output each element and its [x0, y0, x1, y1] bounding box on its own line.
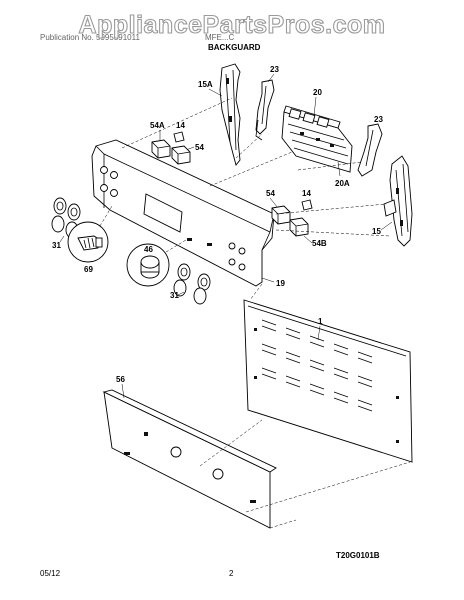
leader-31-bottom — [177, 291, 185, 296]
louver-group — [261, 319, 373, 412]
callout-1: 1 — [318, 317, 323, 326]
leader-56 — [121, 383, 125, 399]
knobs-31-bottom — [173, 263, 211, 305]
callout-31-left: 31 — [52, 241, 61, 250]
end-bracket-right-15 — [383, 155, 413, 247]
callout-54-mid: 54 — [266, 189, 275, 198]
callout-54b: 54B — [312, 239, 327, 248]
callout-56: 56 — [116, 375, 125, 384]
inset-link-69 — [99, 205, 113, 227]
callout-54a: 54A — [150, 121, 165, 130]
callout-14-top: 14 — [176, 121, 185, 130]
figure-code: T20G0101B — [336, 551, 380, 560]
leader-31-left — [59, 235, 65, 243]
rear-cover-1 — [243, 299, 413, 463]
bracket-23-left — [255, 79, 275, 135]
bracket-23-right — [357, 123, 383, 177]
backguard-panel-19 — [91, 139, 275, 287]
callout-20a: 20A — [335, 179, 350, 188]
leader-19 — [261, 277, 275, 283]
callout-15a: 15A — [198, 80, 213, 89]
switch-54-mid — [271, 205, 291, 225]
section-title: BACKGUARD — [208, 43, 261, 52]
switch-54-top — [171, 145, 191, 165]
callout-54-top: 54 — [195, 143, 204, 152]
control-board-20 — [281, 105, 353, 173]
publication-label: Publication No. 5995591011 — [40, 33, 140, 42]
leader-54b — [303, 235, 313, 244]
button-inset-46 — [126, 243, 170, 287]
callout-19: 19 — [276, 279, 285, 288]
end-bracket-left-15a — [219, 63, 241, 166]
leader-20a — [337, 161, 341, 177]
clip-14-mid — [301, 199, 313, 211]
model-label: MFE...C — [205, 33, 235, 42]
callout-69: 69 — [84, 265, 93, 274]
callout-23-right: 23 — [374, 115, 383, 124]
switch-54a — [151, 139, 171, 159]
screw-inset-69 — [67, 221, 109, 263]
callout-31-bottom: 31 — [170, 291, 179, 300]
leader-15a — [208, 88, 223, 97]
lower-panel-56 — [102, 389, 277, 529]
callout-20: 20 — [313, 88, 322, 97]
footer-page-number: 2 — [229, 569, 234, 578]
callout-15: 15 — [372, 227, 381, 236]
leader-20 — [313, 96, 317, 117]
board-bracket-wire — [255, 119, 263, 141]
clip-14-top — [173, 131, 185, 143]
leader-1 — [317, 325, 321, 341]
callout-14-mid: 14 — [302, 189, 311, 198]
switch-54b — [289, 217, 309, 237]
leader-15 — [380, 221, 393, 231]
callout-23-left: 23 — [270, 65, 279, 74]
leader-23-left — [267, 73, 275, 83]
alignment-lines — [121, 97, 411, 529]
footer-date: 05/12 — [40, 569, 61, 578]
watermark-text: AppliancePartsPros.com — [79, 11, 386, 39]
inset-link-46 — [165, 239, 187, 253]
callout-46: 46 — [144, 245, 153, 254]
leader-54-mid — [269, 197, 279, 209]
